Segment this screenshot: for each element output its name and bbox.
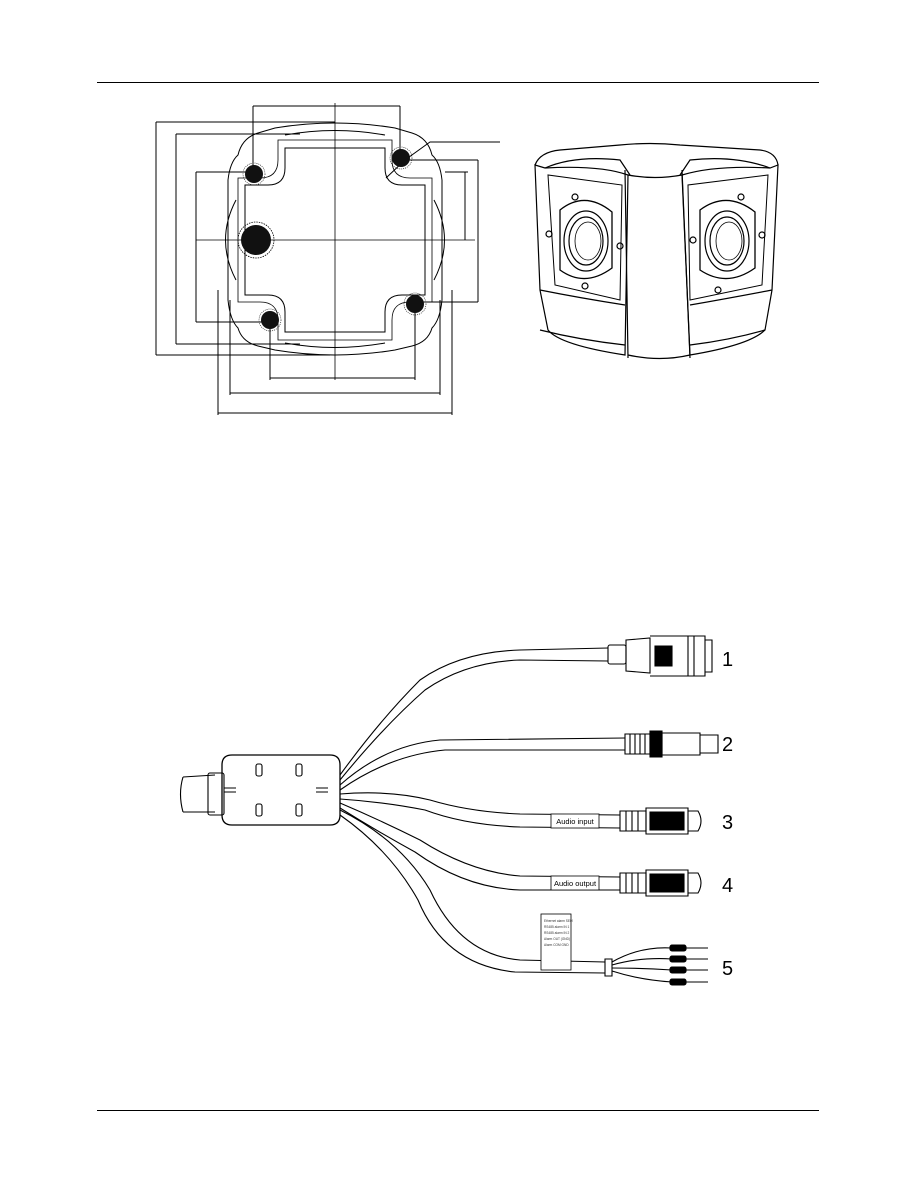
cable-tags: Audio input Audio output Ethernet alarm …: [540, 813, 600, 971]
mount-dimension-drawing: [155, 103, 500, 415]
alarm-flag-line-1: Ethernet alarm SEM: [544, 919, 573, 923]
ferrite-core: [221, 754, 341, 826]
alarm-flag-line-4: Alarm OUT (GND): [544, 937, 570, 941]
audio-input-label: Audio input: [556, 817, 594, 826]
cable-assembly: [179, 635, 719, 986]
alarm-wire-flag: [540, 913, 572, 971]
footer-rule: [97, 1110, 819, 1111]
header-rule: [97, 82, 819, 83]
callout-3: 3: [722, 812, 733, 834]
screw-hole-bottom-left: [261, 311, 279, 329]
cable-hole-center: [241, 225, 271, 255]
dual-lens-camera-illustration: [534, 142, 779, 360]
mounting-screw-holes: [237, 146, 427, 332]
alarm-flag-line-2: RS485 alarm IN 1: [544, 925, 570, 929]
callout-numbers: 1 2 3 4 5: [722, 649, 733, 980]
callout-2: 2: [722, 734, 733, 756]
alarm-flag-line-3: RS485 alarm IN 2: [544, 931, 570, 935]
audio-output-label: Audio output: [554, 879, 597, 888]
screw-hole-top-right: [392, 149, 410, 167]
callout-1: 1: [722, 649, 733, 671]
callout-5: 5: [722, 958, 733, 980]
screw-hole-bottom-right: [406, 295, 424, 313]
callout-4: 4: [722, 875, 733, 897]
screw-hole-top-left: [245, 165, 263, 183]
alarm-flag-line-5: Alarm COM GND: [544, 943, 569, 947]
